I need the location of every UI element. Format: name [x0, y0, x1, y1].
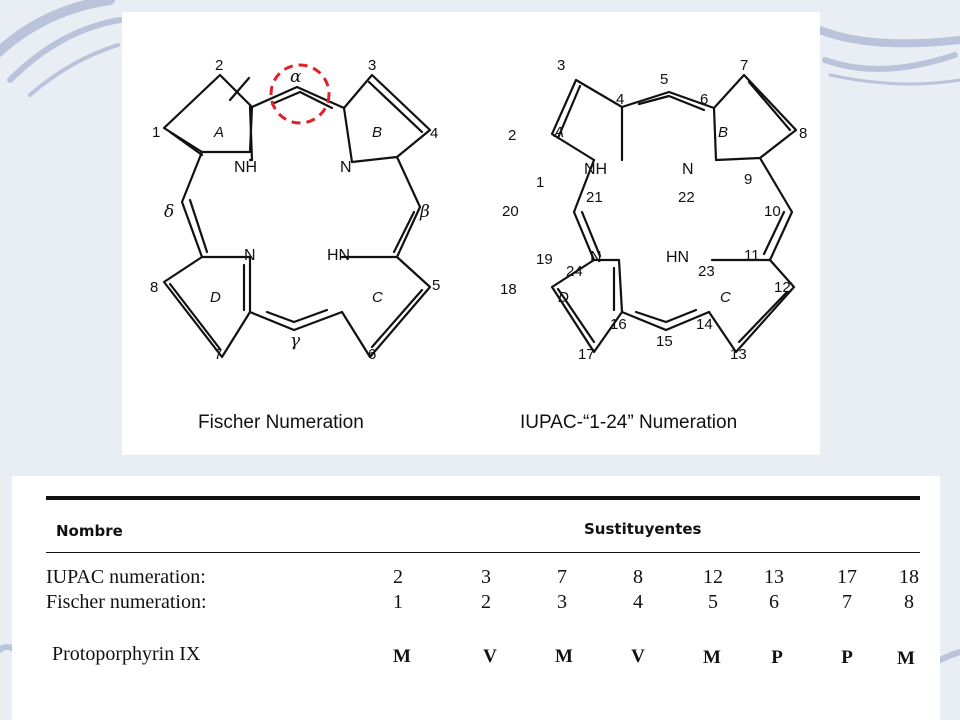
fischer-pos-5: 5: [432, 277, 440, 294]
fischer-n-22: N: [340, 159, 352, 176]
fischer-n-24: N: [244, 247, 256, 264]
table-cell: 1: [393, 591, 403, 613]
iupac-ring-c: C: [720, 289, 731, 306]
fischer-beta: β: [419, 202, 430, 222]
table-cell: 12: [703, 566, 723, 588]
iupac-pos-12: 12: [774, 279, 791, 296]
table-cell: 18: [899, 566, 919, 588]
iupac-n-22: N: [682, 161, 694, 178]
name-header: Nombre: [56, 522, 123, 540]
table-cell: 5: [708, 591, 718, 613]
table-cell: 7: [842, 591, 852, 613]
fischer-alpha: α: [290, 67, 302, 87]
iupac-ring-b: B: [718, 124, 728, 141]
alpha-highlight-circle: [269, 63, 331, 125]
fischer-n-23: HN: [327, 247, 350, 264]
iupac-structure: [550, 73, 798, 354]
iupac-n-21: NH: [584, 161, 607, 178]
table-cell: 7: [557, 566, 567, 588]
table-cell: 13: [764, 566, 784, 588]
fischer-pos-1: 1: [152, 124, 160, 141]
iupac-pos-17: 17: [578, 346, 595, 363]
iupac-pos-10: 10: [764, 203, 781, 220]
iupac-pos-14: 14: [696, 316, 713, 333]
porphyrin-structures: 1 2 3 4 5 6 7 8 α β γ δ A B C D NH N HN …: [150, 57, 807, 433]
table-cell: M: [393, 646, 411, 667]
fischer-pos-6: 6: [368, 346, 376, 363]
substituents-header: Sustituyentes: [584, 520, 702, 538]
iupac-pos-19: 19: [536, 251, 553, 268]
iupac-n-23: HN: [666, 249, 689, 266]
table-cell: V: [631, 646, 645, 667]
iupac-pos-1: 1: [536, 174, 544, 191]
iupac-pos-5: 5: [660, 71, 668, 88]
fischer-ring-b: B: [372, 124, 382, 141]
iupac-pos-11: 11: [744, 247, 760, 264]
iupac-pos-6: 6: [700, 91, 708, 108]
iupac-pos-21: 21: [586, 189, 603, 206]
table-cell: M: [897, 648, 915, 669]
table-cell: V: [483, 646, 497, 667]
table-cell: P: [771, 647, 783, 668]
iupac-ring-d: D: [558, 289, 569, 306]
fischer-pos-3: 3: [368, 57, 376, 74]
table-cell: 3: [481, 566, 491, 588]
iupac-pos-2: 2: [508, 127, 516, 144]
porphyrin-figure-panel: 1 2 3 4 5 6 7 8 α β γ δ A B C D NH N HN …: [122, 12, 820, 455]
fischer-pos-8: 8: [150, 279, 158, 296]
table-cell: 17: [837, 566, 857, 588]
table-top-rule: [46, 496, 920, 500]
iupac-pos-7: 7: [740, 57, 748, 74]
table-cell: 4: [633, 591, 643, 613]
table-header-rule: [46, 552, 920, 553]
table-cell: 2: [481, 591, 491, 613]
fischer-ring-a: A: [213, 124, 224, 141]
table-cell: 8: [633, 566, 643, 588]
iupac-n-24: N: [590, 249, 602, 266]
iupac-pos-23: 23: [698, 263, 715, 280]
iupac-ring-a: A: [553, 124, 564, 141]
iupac-pos-22: 22: [678, 189, 695, 206]
iupac-caption: IUPAC-“1-24” Numeration: [520, 412, 737, 433]
fischer-ring-d: D: [210, 289, 221, 306]
iupac-pos-20: 20: [502, 203, 519, 220]
row-label-protoporphyrin: Protoporphyrin IX: [52, 643, 201, 665]
iupac-pos-18: 18: [500, 281, 517, 298]
table-cell: 6: [769, 591, 779, 613]
fischer-pos-4: 4: [430, 125, 438, 142]
table-cell: 8: [904, 591, 914, 613]
iupac-pos-15: 15: [656, 333, 673, 350]
fischer-gamma: γ: [290, 331, 301, 351]
fischer-pos-2: 2: [215, 57, 223, 74]
table-cell: M: [555, 646, 573, 667]
table-cell: 3: [557, 591, 567, 613]
iupac-pos-9: 9: [744, 171, 752, 188]
fischer-structure: [162, 73, 432, 359]
fischer-caption: Fischer Numeration: [198, 412, 364, 433]
row-label-fischer: Fischer numeration:: [46, 591, 207, 613]
table-cell: M: [703, 647, 721, 668]
iupac-pos-16: 16: [610, 316, 627, 333]
table-cell: 2: [393, 566, 403, 588]
substituents-table-panel: Nombre Sustituyentes IUPAC numeration: F…: [12, 476, 940, 720]
fischer-n-21: NH: [234, 159, 257, 176]
fischer-ring-c: C: [372, 289, 383, 306]
iupac-pos-13: 13: [730, 346, 747, 363]
iupac-pos-8: 8: [799, 125, 807, 142]
iupac-pos-4: 4: [616, 91, 624, 108]
iupac-pos-24: 24: [566, 263, 583, 280]
fischer-delta: δ: [164, 202, 174, 222]
row-label-iupac: IUPAC numeration:: [46, 566, 206, 588]
fischer-pos-7: 7: [214, 346, 222, 363]
table-cell: P: [841, 647, 853, 668]
iupac-pos-3: 3: [557, 57, 565, 74]
